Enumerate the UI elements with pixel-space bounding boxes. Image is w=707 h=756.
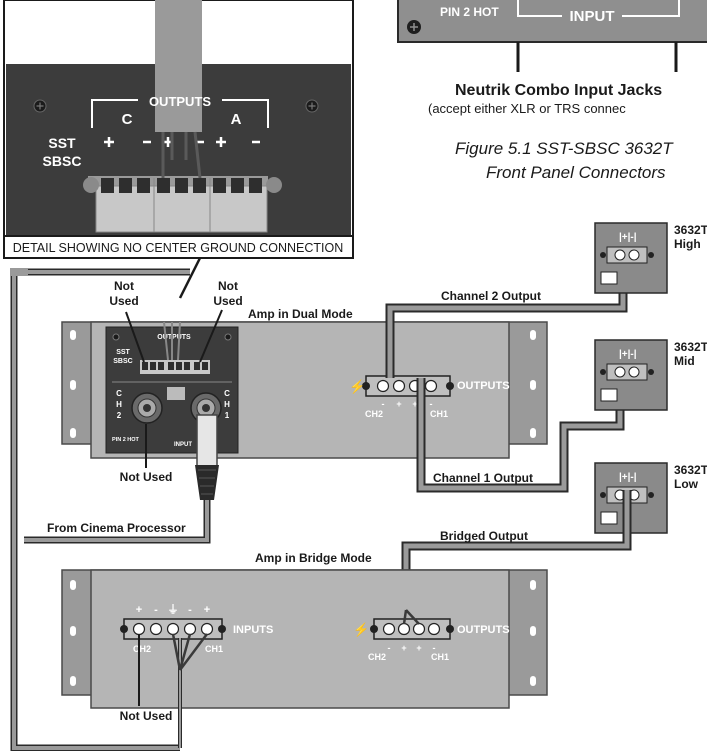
speaker-low-model: 3632T — [674, 463, 707, 477]
ch2-vertical-c: C — [116, 389, 122, 398]
bridge-in-ch1-label: CH1 — [205, 644, 223, 654]
mini-sbsc-label: SBSC — [113, 358, 132, 365]
crown-logo-icon — [167, 387, 185, 400]
ch2-vertical-2: 2 — [117, 411, 122, 420]
not-used-left-2: Used — [109, 294, 138, 308]
figure-caption-1: Figure 5.1 SST-SBSC 3632T — [455, 139, 674, 158]
amp-bridge-mode: + - ⏚ - + INPUTS CH2 CH1 ⚡ OUTPUTS - + +… — [61, 569, 548, 709]
detail-a-label: A — [231, 111, 242, 128]
ch2-vertical-h: H — [116, 400, 122, 409]
mini-sst-label: SST — [116, 349, 130, 356]
dual-outputs-label: OUTPUTS — [457, 380, 510, 392]
xlr-jack-ch2-icon[interactable] — [131, 392, 163, 424]
speaker-mid-band: Mid — [674, 354, 695, 368]
speaker-icon — [600, 511, 618, 525]
mini-outputs-label: OUTPUTS — [157, 334, 191, 341]
bridged-output-label: Bridged Output — [440, 529, 528, 543]
channel1-output-label: Channel 1 Output — [433, 471, 533, 485]
dual-polarity-3: + — [412, 399, 417, 409]
screw-icon — [305, 99, 319, 113]
speaker-high: |+|-| 3632T High — [594, 222, 707, 294]
speaker-mid-terminal: |+|-| — [619, 349, 637, 360]
speaker-low: |+|-| 3632T Low — [594, 462, 707, 534]
screw-icon — [33, 99, 47, 113]
top-input-panel: PIN 2 HOT INPUT — [397, 0, 707, 72]
speaker-high-band: High — [674, 237, 701, 251]
amp-dual-mode: OUTPUTS SST SBSC C H 2 C H 1 PIN 2 HOT I… — [61, 321, 548, 459]
bridge-in-polarity-3: ⏚ — [168, 603, 179, 616]
amp-dual-label: Amp in Dual Mode — [248, 307, 353, 321]
dual-ch1-label: CH1 — [430, 409, 448, 419]
speaker-high-model: 3632T — [674, 223, 707, 237]
detail-inset: SST SBSC OUTPUTS C A DETAIL — [3, 0, 354, 259]
ch1-vertical-1: 1 — [225, 411, 230, 420]
jacks-subtitle: (accept either XLR or TRS connec — [428, 101, 626, 116]
bridge-out-polarity-3: + — [416, 643, 421, 653]
dual-ch2-label: CH2 — [365, 409, 383, 419]
bridge-out-ch1-label: CH1 — [431, 652, 449, 662]
xlr-plug-icon — [195, 414, 219, 500]
detail-c-label: C — [122, 111, 133, 128]
figure-caption-2: Front Panel Connectors — [486, 163, 666, 182]
bridge-in-polarity-1: + — [136, 604, 142, 616]
jacks-title: Neutrik Combo Input Jacks — [455, 82, 662, 99]
detail-sst-label: SST — [48, 135, 76, 151]
detail-sbsc-label: SBSC — [43, 153, 82, 169]
not-used-input-label: Not Used — [120, 470, 173, 484]
not-used-right-2: Used — [213, 294, 242, 308]
channel2-output-label: Channel 2 Output — [441, 289, 541, 303]
dual-polarity-4: - — [430, 399, 433, 409]
bridge-inputs-label: INPUTS — [233, 624, 273, 636]
bridge-out-polarity-4: - — [433, 643, 436, 653]
bridge-out-polarity-2: + — [401, 643, 406, 653]
bridge-in-polarity-2: - — [154, 604, 158, 616]
not-used-left-1: Not — [114, 279, 134, 293]
dual-polarity-1: - — [382, 399, 385, 409]
from-processor-label: From Cinema Processor — [47, 521, 186, 535]
bridge-in-polarity-5: + — [204, 604, 210, 616]
ch1-vertical-h: H — [224, 400, 230, 409]
mini-pin2hot-label: PIN 2 HOT — [112, 437, 140, 443]
bridge-out-ch2-label: CH2 — [368, 652, 386, 662]
not-used-bottom-label: Not Used — [120, 709, 173, 723]
not-used-right-1: Not — [218, 279, 238, 293]
dual-polarity-2: + — [396, 399, 401, 409]
bridge-in-polarity-4: - — [188, 604, 192, 616]
bridge-in-ch2-label: CH2 — [133, 644, 151, 654]
speaker-icon — [600, 271, 618, 285]
speaker-low-band: Low — [674, 477, 699, 491]
input-label: INPUT — [570, 8, 615, 25]
detail-outputs-label: OUTPUTS — [149, 94, 211, 109]
speaker-icon — [600, 388, 618, 402]
amp-bridge-label: Amp in Bridge Mode — [255, 551, 372, 565]
lightning-icon: ⚡ — [349, 379, 365, 395]
ch1-vertical-c: C — [224, 389, 230, 398]
speaker-mid-model: 3632T — [674, 340, 707, 354]
speaker-low-terminal: |+|-| — [619, 472, 637, 483]
bridge-outputs-label: OUTPUTS — [457, 624, 510, 636]
speaker-high-terminal: |+|-| — [619, 232, 637, 243]
pin2hot-label: PIN 2 HOT — [440, 5, 499, 19]
detail-caption: DETAIL SHOWING NO CENTER GROUND CONNECTI… — [13, 241, 344, 255]
lightning-icon: ⚡ — [353, 622, 369, 638]
mini-input-label: INPUT — [174, 442, 192, 448]
speaker-mid: |+|-| 3632T Mid — [594, 339, 707, 411]
bridge-out-polarity-1: - — [388, 643, 391, 653]
